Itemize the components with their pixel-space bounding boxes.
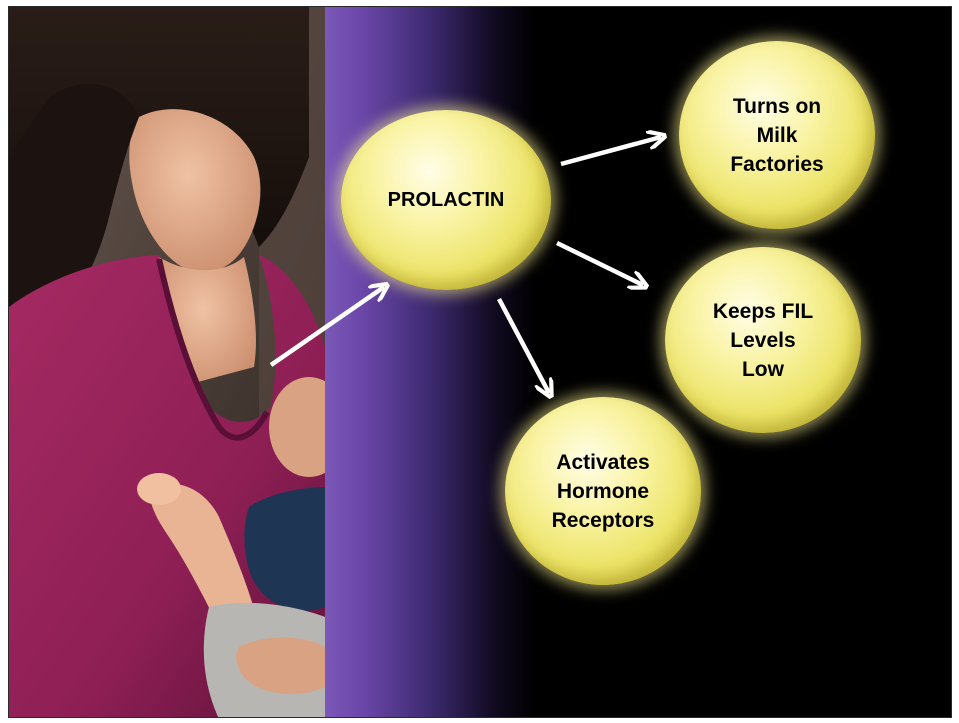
arrow-prolactin-to-milk-factories xyxy=(560,137,661,167)
prolactin-label: PROLACTIN xyxy=(387,188,505,211)
fil-levels-label: Keeps FIL Levels Low xyxy=(712,299,814,381)
hormone-receptors-label: Activates Hormone Receptors xyxy=(551,450,655,532)
photo-illustration xyxy=(9,7,325,717)
fil-levels-node: Keeps FIL Levels Low xyxy=(665,247,861,433)
prolactin-node: PROLACTIN xyxy=(341,110,551,290)
milk-factories-node: Turns on Milk Factories xyxy=(679,41,875,229)
hormone-receptors-node: Activates Hormone Receptors xyxy=(505,397,701,585)
mother-breastfeeding-photo xyxy=(9,7,325,717)
arrow-prolactin-to-fil-levels xyxy=(556,240,643,285)
slide: PROLACTIN Turns on Milk Factories Keeps … xyxy=(8,6,952,718)
milk-factories-label: Turns on Milk Factories xyxy=(730,94,824,176)
